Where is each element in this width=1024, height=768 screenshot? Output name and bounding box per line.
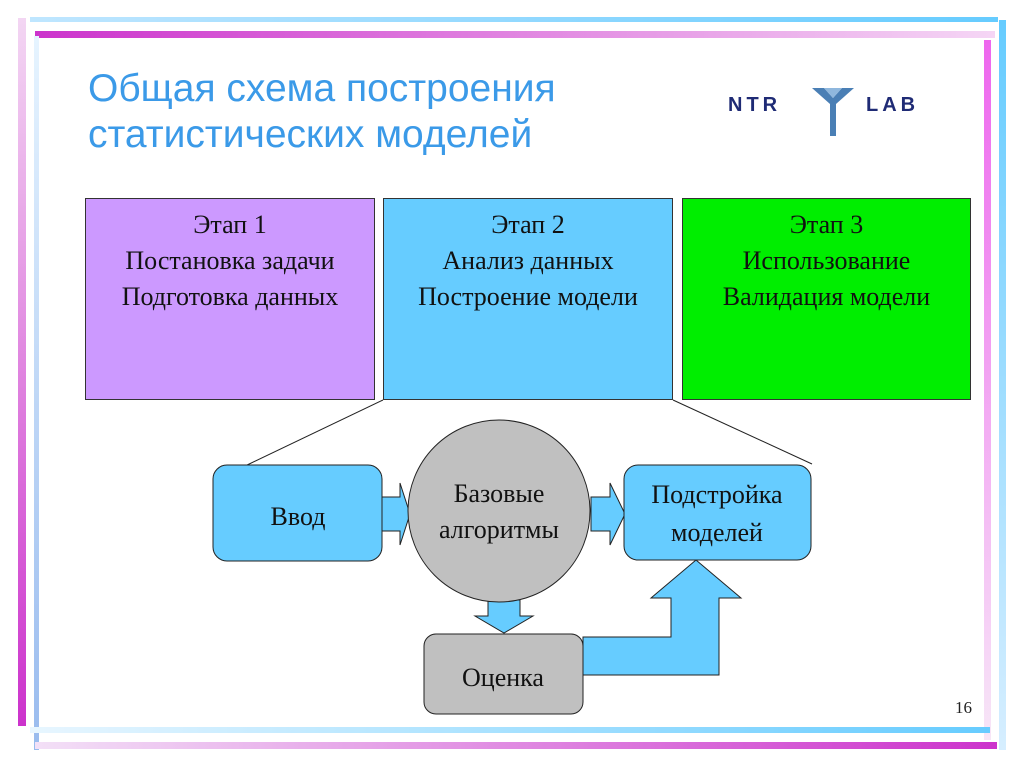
top-blue-bar <box>30 17 998 22</box>
stage-1-line-1: Постановка задачи <box>125 246 335 275</box>
stage-2-line-2: Построение модели <box>418 282 638 311</box>
model-tuning-label-line-2: моделей <box>671 518 763 547</box>
arrow-evaluation-to-tuning <box>582 559 743 676</box>
base-algorithms-circle <box>407 419 591 603</box>
logo-y-mark <box>812 88 854 136</box>
input-label: Ввод <box>271 502 326 531</box>
page-number: 16 <box>955 698 972 717</box>
logo: NTR LAB <box>728 82 938 138</box>
bottom-pink-bar <box>35 742 997 749</box>
bottom-blue-bar <box>30 727 990 733</box>
right-pink-bar <box>984 40 991 740</box>
arrow-input-to-algorithms <box>380 482 411 546</box>
stage-1-box: Этап 1 Постановка задачи Подготовка данн… <box>85 198 375 400</box>
input-box <box>212 464 383 562</box>
stage-2-line-1: Анализ данных <box>442 246 614 275</box>
top-pink-bar <box>35 31 995 38</box>
base-algorithms-label-line-2: алгоритмы <box>439 515 559 544</box>
logo-left-text: NTR <box>728 94 782 116</box>
base-algorithms-label-line-1: Базовые <box>454 479 545 508</box>
stage-2-box: Этап 2 Анализ данных Построение модели <box>383 198 673 400</box>
stage-1-line-2: Подготовка данных <box>121 282 339 311</box>
stage-3-line-1: Использование <box>742 246 911 275</box>
slide-title: Общая схема построения статистических мо… <box>88 67 556 156</box>
right-blue-bar <box>999 20 1006 750</box>
evaluation-box <box>423 633 584 715</box>
zoom-line-right <box>672 399 813 465</box>
model-tuning-label-line-1: Подстройка <box>651 480 783 509</box>
stage-3-line-2: Валидация модели <box>722 282 931 311</box>
zoom-line-left <box>244 399 384 467</box>
evaluation-label: Оценка <box>462 663 544 692</box>
stage-1-label: Этап 1 <box>193 210 267 239</box>
stage-2-label: Этап 2 <box>491 210 565 239</box>
left-pink-bar <box>18 18 26 726</box>
arrow-algorithms-to-evaluation <box>473 599 535 634</box>
left-blue-bar <box>34 36 39 750</box>
arrow-algorithms-to-tuning <box>590 482 626 546</box>
model-tuning-box <box>623 464 812 561</box>
stage-3-box: Этап 3 Использование Валидация модели <box>682 198 971 400</box>
stage-3-label: Этап 3 <box>789 210 864 239</box>
logo-right-text: LAB <box>866 94 920 116</box>
